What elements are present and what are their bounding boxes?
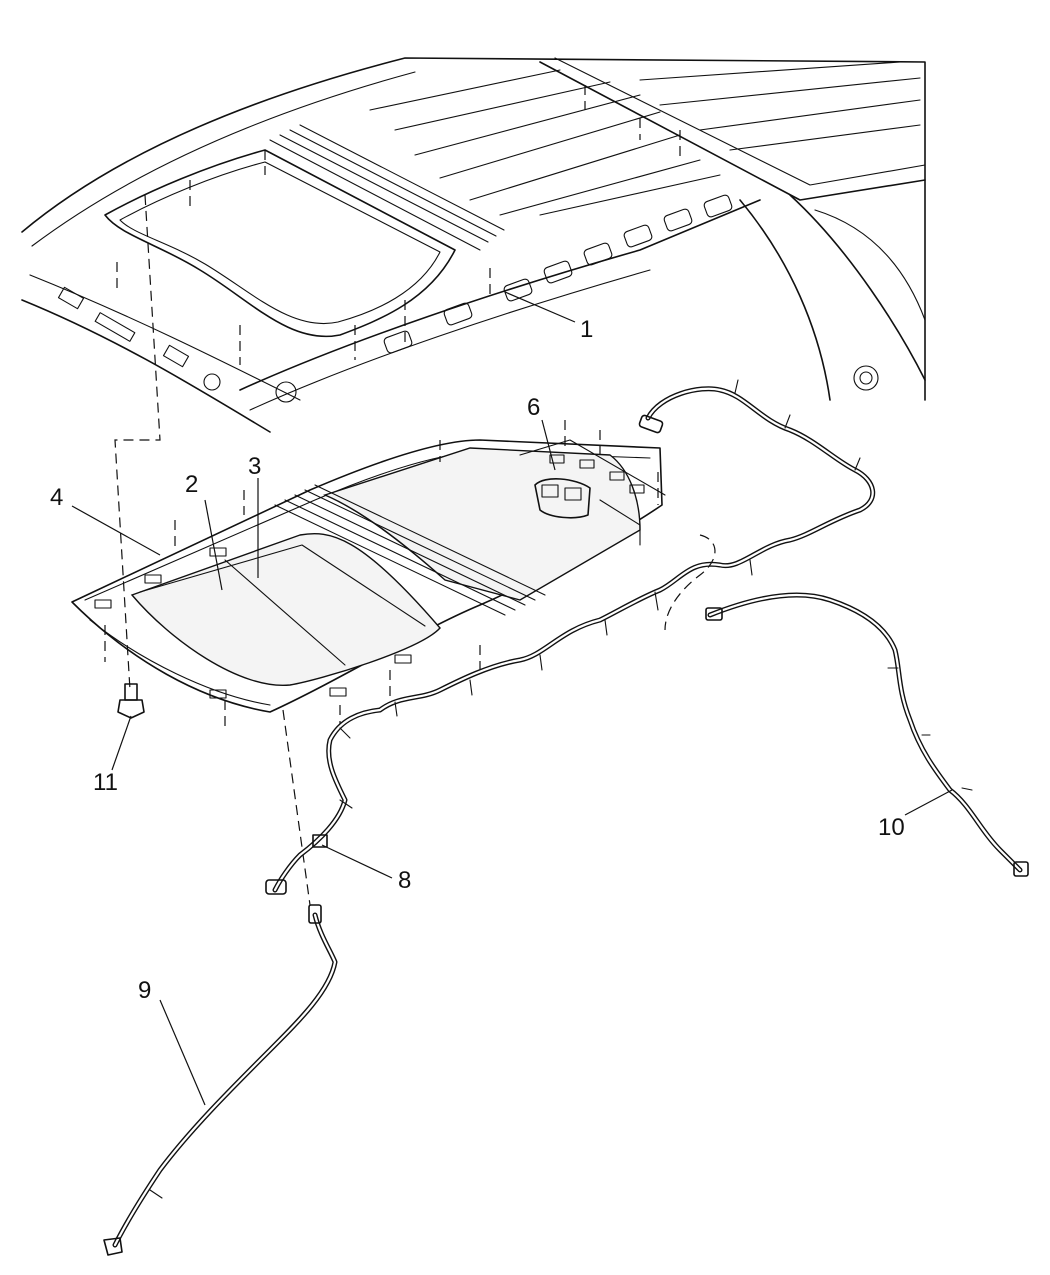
callout-2: 2: [185, 471, 198, 498]
leader-lines: [71, 291, 953, 1106]
rear-drain-tube: [705, 592, 1029, 877]
harness-locator-line: [664, 534, 716, 631]
sunroof-glass-panel: [130, 532, 441, 686]
sunroof-motor: [534, 478, 591, 519]
callout-11: 11: [93, 769, 118, 796]
callout-3: 3: [248, 453, 261, 480]
callout-9: 9: [138, 977, 151, 1004]
sunroof-rear-panel: [323, 447, 641, 601]
bolt: [117, 683, 145, 719]
roof-body-assembly: [21, 57, 926, 433]
callout-6: 6: [527, 394, 540, 421]
callout-numbers: 1 2 3 4 6 8 9 10 11: [50, 316, 905, 1004]
front-drain-tube: [103, 904, 338, 1256]
wiring-harness: [265, 379, 876, 895]
sunroof-module: [71, 420, 666, 730]
callout-4: 4: [50, 484, 63, 511]
callout-10: 10: [878, 814, 905, 841]
drain-locator-line: [282, 709, 311, 906]
callout-8: 8: [398, 867, 411, 894]
callout-1: 1: [580, 316, 593, 343]
